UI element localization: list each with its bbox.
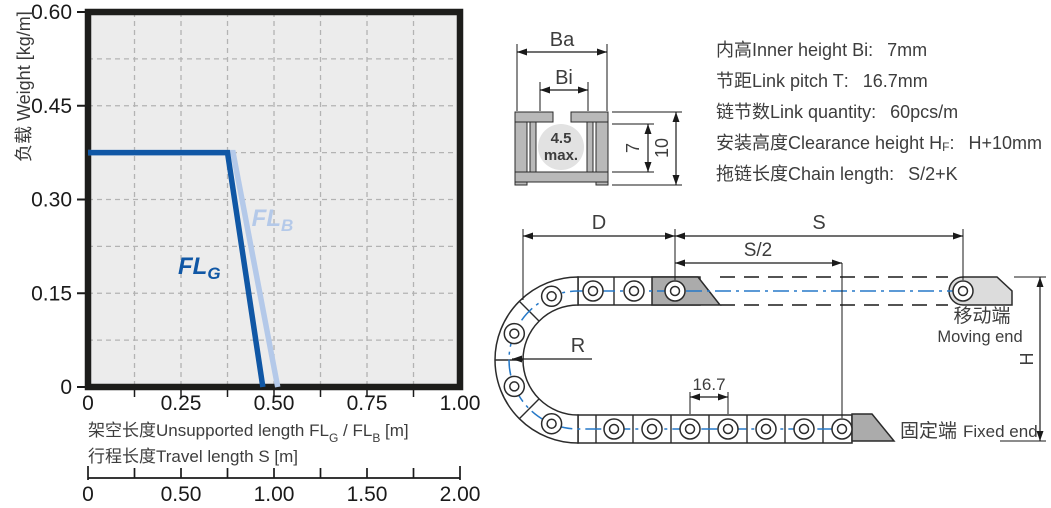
spec-zh: 内高: [716, 40, 752, 60]
spec-zh: 拖链长度: [716, 164, 788, 184]
chain-centerline: [508, 290, 963, 430]
pitch-label: 16.7: [692, 375, 725, 394]
spec-en: Inner height Bi: [752, 40, 869, 60]
secondary-tick-label: 0: [82, 483, 94, 506]
outer-height-label: 10: [652, 138, 672, 158]
y-axis-title: 负载 Weight [kg/m]: [14, 11, 34, 162]
chain-diagram: D S S/2 R 16.7 H 移动端 Moving end 固: [494, 212, 1046, 444]
technical-diagrams: 4.5 max. Ba Bi 7 10: [494, 29, 1046, 444]
spec-en: Link quantity: [770, 102, 872, 122]
cross-section-diagram: 4.5 max. Ba Bi 7 10: [514, 29, 682, 186]
spec-value: H+10mm: [968, 133, 1042, 153]
spec-colon: :: [949, 133, 955, 153]
y-tick-label: 0.30: [31, 189, 72, 212]
spec-value: 16.7mm: [862, 71, 928, 91]
h-label: H: [1017, 353, 1037, 366]
x-axis-label-sub-b: B: [372, 431, 381, 446]
spec-en: Chain length: [788, 164, 890, 184]
secondary-tick-label: 1.50: [347, 483, 388, 506]
spec-zh: 节距: [716, 71, 752, 91]
plot-frame: [84, 8, 464, 391]
y-tick-label: 0: [60, 376, 72, 399]
spec-colon: :: [871, 102, 877, 122]
top-left-flange: [514, 111, 554, 123]
x-tick-label: 1.00: [440, 392, 480, 415]
fixed-end-label-en: Fixed end: [963, 422, 1038, 441]
x-tick-label: 0.50: [254, 392, 295, 415]
inner-height-label: 7: [623, 143, 643, 153]
ba-label: Ba: [550, 29, 575, 51]
bottom-wall: [514, 171, 609, 183]
y-tick-label: 0.15: [31, 282, 72, 305]
series-label-FLB: FLB: [252, 205, 294, 235]
spec-colon: :: [843, 71, 849, 91]
spec-sub: F: [942, 140, 950, 154]
x-axis-label-unit: [m]: [380, 421, 409, 440]
secondary-tick-label: 2.00: [440, 483, 480, 506]
x-axis-label-unsupported-length: 架空长度Unsupported length FLG / FLB [m]: [88, 416, 409, 446]
y-tick-label: 0.45: [31, 95, 72, 118]
spec-value: 60pcs/m: [890, 102, 959, 122]
spec-zh: 安装高度: [716, 133, 788, 153]
fixed-end-label-zh: 固定端: [900, 420, 957, 442]
y-tick-label: 0.60: [31, 1, 72, 24]
x-tick-label: 0.75: [347, 392, 388, 415]
pivot-circles: [503, 280, 974, 440]
spec-zh: 链节数: [716, 102, 770, 122]
d-label: D: [592, 212, 606, 234]
secondary-tick-label: 1.00: [254, 483, 295, 506]
s-label: S: [812, 212, 825, 234]
max-cable-diameter-circle: [538, 124, 584, 170]
moving-end-label-en: Moving end: [937, 328, 1022, 346]
s-half-label: S/2: [744, 240, 773, 261]
spec-value: S/2+K: [908, 164, 958, 184]
x-axis-label-mid: / FL: [338, 421, 373, 440]
spec-colon: :: [889, 164, 895, 184]
x-axis-label-travel-length: 行程长度Travel length S [m]: [88, 447, 299, 466]
x-tick-label: 0.25: [161, 392, 202, 415]
chain-bend: [494, 276, 579, 444]
radius-label: R: [571, 335, 585, 357]
moving-end-label-zh: 移动端: [953, 305, 1010, 327]
fixed-end-bracket: [851, 413, 896, 442]
spec-colon: :: [868, 40, 874, 60]
x-tick-label: 0: [82, 392, 94, 415]
spec-value: 7mm: [887, 40, 928, 60]
spec-en: Link pitch T: [752, 71, 844, 91]
x-axis-label-text: 架空长度Unsupported length FL: [88, 421, 329, 440]
bi-label: Bi: [555, 67, 573, 89]
series-line-FLG: [88, 149, 266, 388]
max-diameter-unit: max.: [544, 147, 578, 164]
x-axis-label-sub-g: G: [328, 431, 339, 446]
series-label-FLG: FLG: [178, 253, 221, 283]
max-diameter-value: 4.5: [551, 130, 572, 147]
fixed-end-label: 固定端 Fixed end: [900, 420, 1038, 442]
secondary-tick-label: 0.50: [161, 483, 202, 506]
spec-en: Clearance height H: [788, 133, 943, 153]
top-right-flange: [570, 111, 609, 123]
